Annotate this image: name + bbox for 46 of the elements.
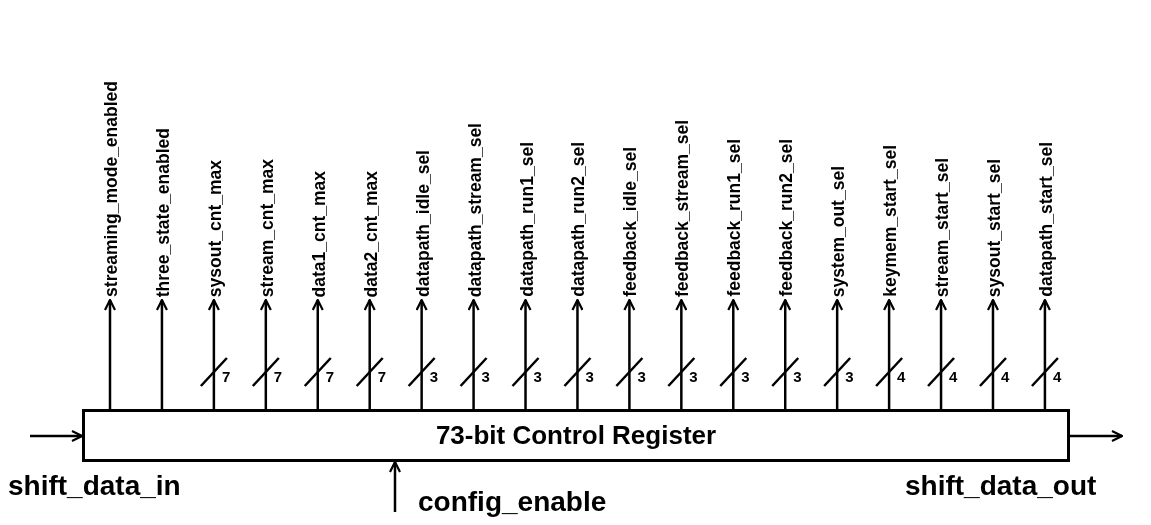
arrow <box>986 298 1000 409</box>
arrow <box>207 298 220 409</box>
arrow <box>311 298 324 409</box>
signal-name: keymem_start_sel <box>880 145 901 297</box>
signal-name: sysout_start_sel <box>983 158 1004 297</box>
signal-name: stream_cnt_max <box>256 158 277 297</box>
signal-name: three_state_enabled <box>152 127 173 297</box>
signal-name: sysout_cnt_max <box>204 159 225 297</box>
signal-name: stream_start_sel <box>932 157 953 297</box>
arrow <box>831 298 844 409</box>
arrow <box>467 298 480 409</box>
port-label: shift_data_in <box>8 470 181 502</box>
signal-name: data2_cnt_max <box>360 170 381 297</box>
signal-name: system_out_sel <box>828 165 849 297</box>
port-label: shift_data_out <box>905 470 1097 502</box>
arrow <box>1038 298 1051 409</box>
arrow <box>779 298 792 409</box>
signal-name: streaming_mode_enabled <box>101 81 121 297</box>
arrow <box>571 298 584 409</box>
arrow <box>883 298 896 409</box>
signal-name: datapath_run1_sel <box>516 142 537 297</box>
arrow <box>155 298 169 409</box>
signal-name: datapath_idle_sel <box>412 150 433 297</box>
signal-name: data1_cnt_max <box>308 170 329 297</box>
arrow <box>30 429 84 443</box>
register-label: 73-bit Control Register <box>435 420 717 451</box>
arrow <box>103 298 117 409</box>
arrow <box>519 298 532 409</box>
arrow <box>1070 429 1124 443</box>
arrow <box>934 298 948 409</box>
port-label: config_enable <box>418 486 607 518</box>
arrow <box>727 298 740 409</box>
signal-name: feedback_idle_sel <box>620 147 641 297</box>
arrow <box>623 298 636 409</box>
arrow <box>363 298 376 409</box>
signal-name: datapath_start_sel <box>1035 142 1056 297</box>
signal-name: datapath_run2_sel <box>568 142 589 297</box>
arrow <box>675 298 688 409</box>
signal-name: datapath_stream_sel <box>464 122 485 297</box>
register-box <box>82 409 1070 462</box>
signal-name: feedback_stream_sel <box>672 119 693 297</box>
arrow <box>388 460 402 512</box>
signal-name: feedback_run2_sel <box>776 139 797 297</box>
signal-name: feedback_run1_sel <box>724 139 745 297</box>
arrow <box>259 298 272 409</box>
arrow <box>415 298 428 409</box>
